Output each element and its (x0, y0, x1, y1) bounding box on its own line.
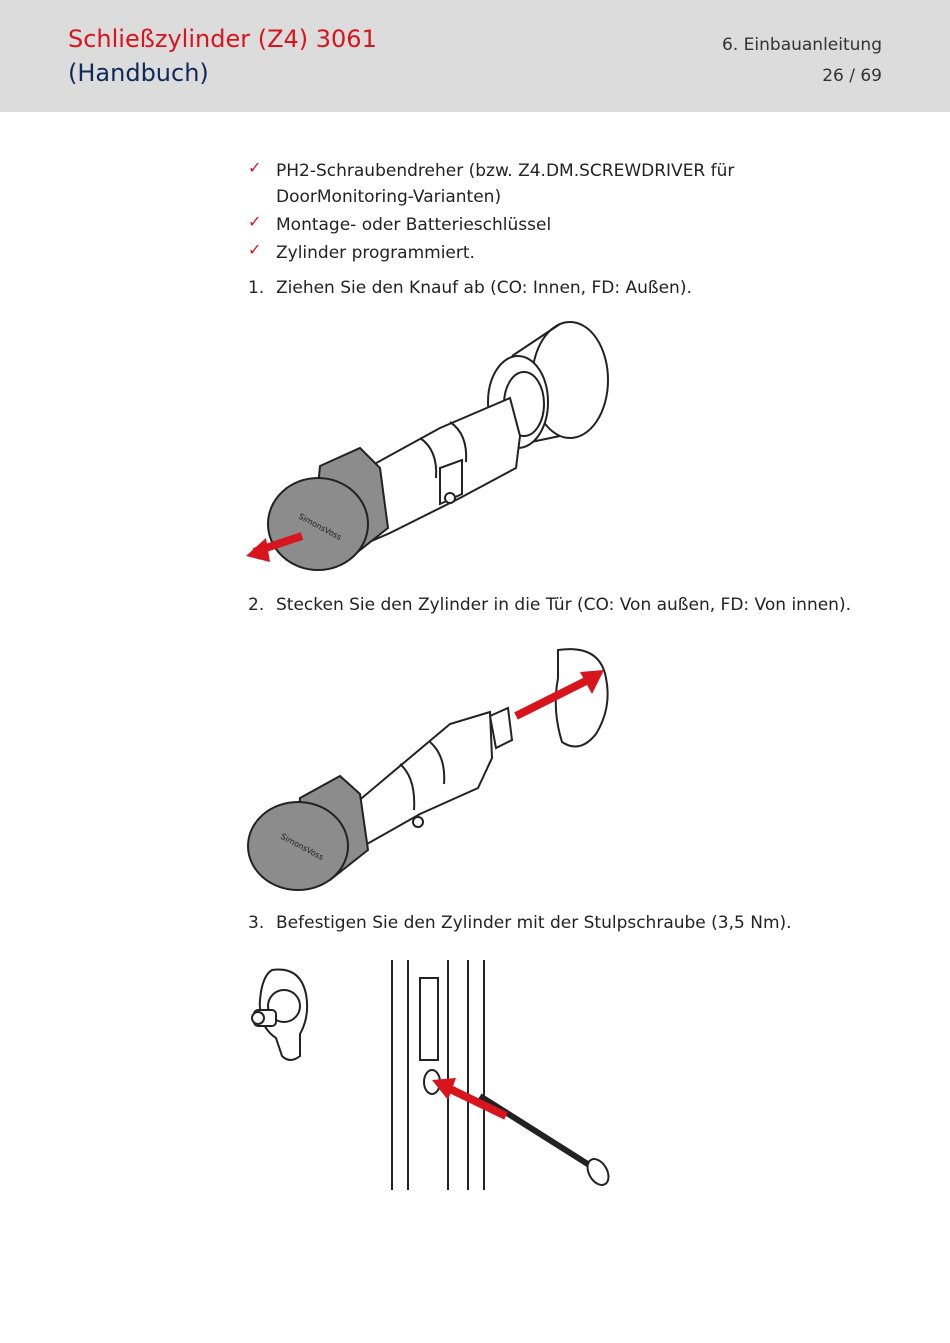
page-header: Schließzylinder (Z4) 3061 (Handbuch) 6. … (0, 0, 950, 112)
cylinder-bands (399, 741, 446, 811)
direction-arrow-shaft (446, 1084, 508, 1120)
illustration-insert-cylinder: SimonsVoss (247, 648, 609, 891)
chapter-info: 6. Einbauanleitung 26 / 69 (722, 30, 882, 92)
outer-knob-face (267, 477, 369, 571)
cam-slot (439, 458, 463, 506)
title-line-1: Schließzylinder (Z4) 3061 (68, 25, 377, 53)
title-line-2: (Handbuch) (68, 59, 209, 87)
screw-hole (412, 816, 424, 828)
requirement-text: PH2-Schraubendreher (bzw. Z4.DM.SCREWDRI… (276, 161, 735, 207)
screw-head (586, 1158, 610, 1186)
check-icon: ✓ (248, 158, 262, 177)
check-icon: ✓ (248, 212, 262, 231)
page-number: 26 / 69 (822, 66, 882, 86)
cylinder-bands (419, 421, 468, 479)
document-title: Schließzylinder (Z4) 3061 (Handbuch) (68, 22, 377, 90)
direction-arrow-head (432, 1078, 456, 1100)
direction-arrow-head (580, 670, 604, 694)
cam-tip (251, 1011, 265, 1025)
step-text: Befestigen Sie den Zylinder mit der Stul… (276, 913, 792, 933)
direction-arrow-head (246, 538, 270, 562)
step-number: 2. (248, 595, 265, 615)
check-icon: ✓ (248, 240, 262, 259)
step-number: 3. (248, 913, 265, 933)
outer-knob: SimonsVoss (267, 446, 390, 571)
chapter-title: 6. Einbauanleitung (722, 35, 882, 55)
illustration-remove-knob: SimonsVoss (246, 321, 609, 571)
step-number: 1. (248, 278, 265, 298)
faceplate-slot (419, 977, 439, 1061)
outer-knob-face (247, 801, 349, 891)
illustration-rosette-detail (251, 968, 309, 1061)
step-text: Ziehen Sie den Knauf ab (CO: Innen, FD: … (276, 278, 692, 298)
outer-knob: SimonsVoss (247, 774, 370, 891)
screw-hole (444, 492, 456, 504)
door-rosette (554, 648, 609, 748)
screw-shaft (478, 1093, 596, 1171)
illustration-fix-screw (391, 960, 610, 1190)
cylinder-body (348, 710, 494, 850)
step-text: Stecken Sie den Zylinder in die Tür (CO:… (276, 595, 851, 615)
direction-arrow-shaft (514, 676, 590, 720)
requirement-text: Montage- oder Batterieschlüssel (276, 215, 552, 235)
cylinder-tip (488, 706, 514, 750)
requirement-text: Zylinder programmiert. (276, 243, 475, 263)
